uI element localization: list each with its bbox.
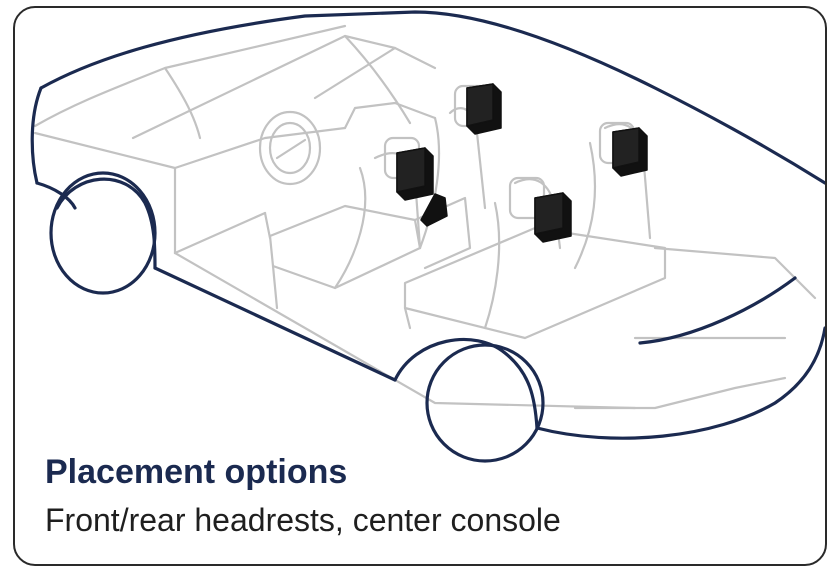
front-left-headrest-speaker-icon [466,83,502,135]
car-body-outline [30,10,825,463]
caption-subtitle: Front/rear headrests, center console [45,502,561,538]
rear-left-headrest-speaker-icon [612,127,648,177]
center-console-speaker-icon [420,193,448,227]
rear-right-headrest-speaker-icon [534,192,572,243]
speaker-markers [396,83,648,243]
front-right-headrest-speaker-icon [396,147,434,201]
car-cutaway-illustration [30,10,825,463]
placement-card: Placement options Front/rear headrests, … [13,6,827,566]
caption-block: Placement options Front/rear headrests, … [45,452,805,540]
caption-title: Placement options [45,453,348,491]
